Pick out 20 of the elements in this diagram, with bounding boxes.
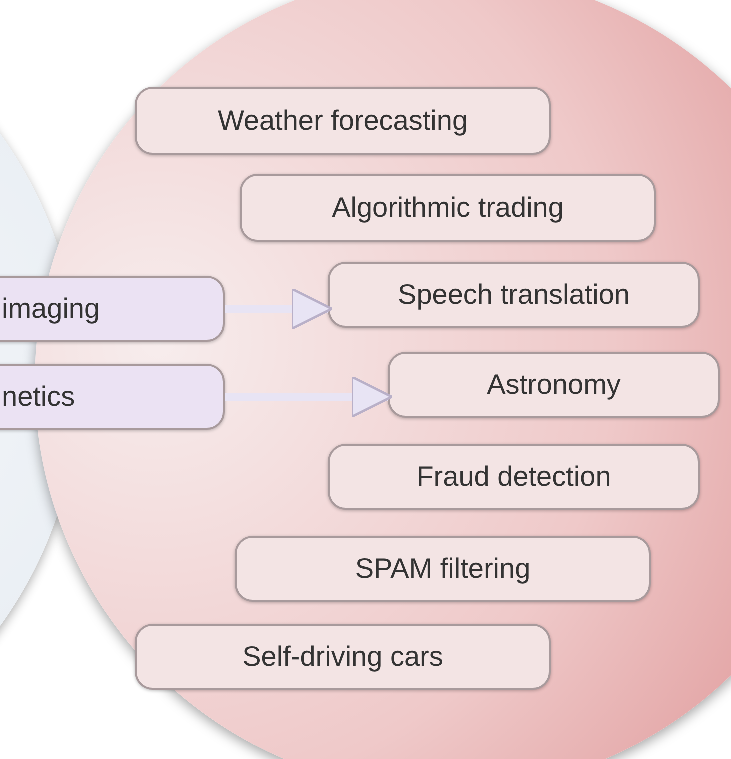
arrow <box>225 288 334 330</box>
process-box <box>135 87 551 155</box>
box-label: Fraud detection <box>416 461 612 493</box>
arrow <box>225 376 394 418</box>
box-label: Speech translation <box>398 279 630 311</box>
process-box <box>328 444 700 510</box>
box-label: netics <box>2 381 76 413</box>
box-label: Weather forecasting <box>218 105 468 137</box>
box-label: Algorithmic trading <box>332 192 564 224</box>
process-box <box>235 536 651 602</box>
process-box <box>240 174 656 242</box>
box-label: Astronomy <box>487 369 621 401</box>
box-label: SPAM filtering <box>355 553 531 585</box>
process-box <box>328 262 700 328</box>
process-box <box>0 364 225 430</box>
box-label: imaging <box>2 293 100 325</box>
process-box <box>135 624 551 690</box>
process-box <box>388 352 720 418</box>
box-label: Self-driving cars <box>242 641 444 673</box>
process-box <box>0 276 225 342</box>
